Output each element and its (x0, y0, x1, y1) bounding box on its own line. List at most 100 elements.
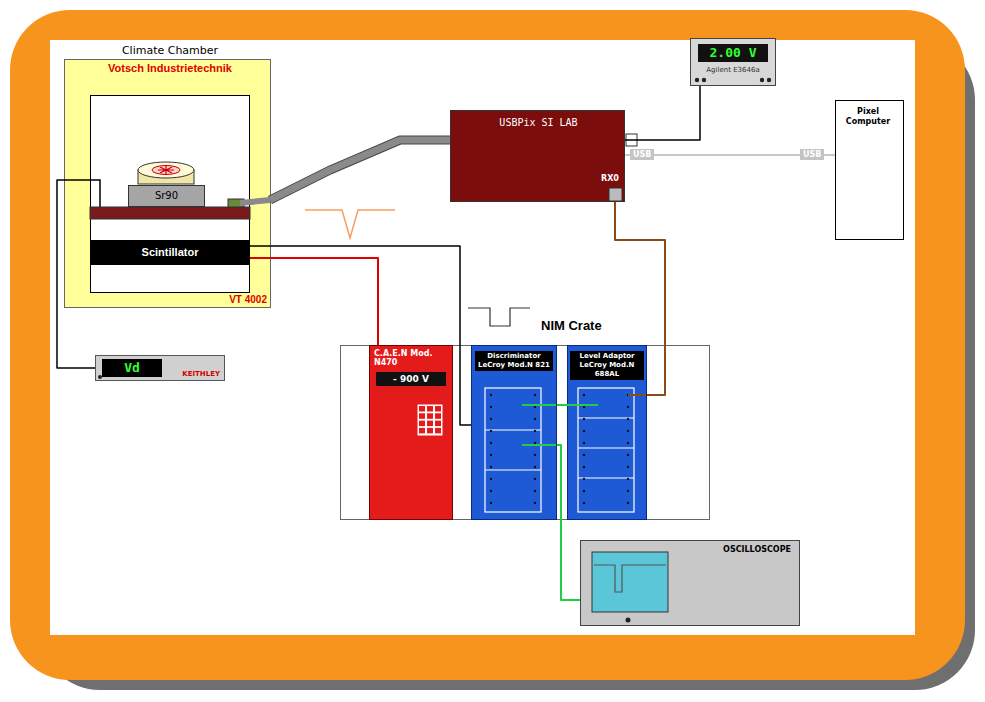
discriminator-module: Discriminator LeCroy Mod.N 821 (471, 345, 557, 520)
panel-dot (627, 454, 629, 456)
panel-divider (485, 429, 541, 430)
panel-dot (627, 406, 629, 408)
supply-display: 2.00 V (698, 44, 768, 62)
key (427, 413, 433, 419)
module-label: Level Adaptor LeCroy Mod.N 688AL (570, 351, 644, 380)
white-panel (50, 40, 915, 635)
chamber-title: Climate Chamber (90, 44, 250, 57)
panel-dot (627, 502, 629, 504)
panel-dot (534, 418, 536, 420)
rx0-port (609, 188, 622, 201)
panel-dot (534, 466, 536, 468)
panel-dot (627, 418, 629, 420)
scope-screen (592, 552, 668, 612)
panel-dot (534, 478, 536, 480)
key (435, 421, 441, 427)
key (419, 421, 425, 427)
nim-crate: NIM CrateC.A.E.N Mod. N470- 900 VDiscrim… (340, 345, 710, 520)
ribbon-cable (240, 200, 270, 203)
nim-pulse-shape (468, 308, 530, 326)
source-core (152, 166, 180, 175)
crate-title: NIM Crate (541, 318, 602, 333)
panel-dot (583, 454, 585, 456)
pulse-shape (305, 210, 395, 238)
panel-dot (490, 502, 492, 504)
panel-dot (534, 490, 536, 492)
panel-dot (583, 430, 585, 432)
cable-tag: USB (800, 149, 824, 160)
panel-dot (490, 490, 492, 492)
voltage-display: - 900 V (376, 372, 446, 386)
orange-frame (10, 10, 965, 680)
scope-input (626, 618, 631, 623)
panel-dot (583, 418, 585, 420)
key (435, 406, 441, 412)
lemo-cable (628, 394, 646, 396)
source-label: Sr90 (155, 190, 178, 202)
key (419, 413, 425, 419)
source-disc (138, 162, 194, 178)
key (427, 406, 433, 412)
panel-dot (534, 442, 536, 444)
panel-dot (627, 430, 629, 432)
panel-dot (534, 502, 536, 504)
panel-dot (534, 430, 536, 432)
meter-brand: KEITHLEY (182, 370, 220, 379)
panel-dot (490, 418, 492, 420)
terminals (98, 78, 771, 379)
panel-dot (583, 490, 585, 492)
cable-casing (270, 140, 450, 200)
key (419, 406, 425, 412)
panel-dot (583, 466, 585, 468)
meter-display: Vd (102, 359, 162, 377)
lemo-cables (522, 405, 598, 445)
cable-tag: USB (630, 149, 654, 160)
key (435, 413, 441, 419)
panel-dot (534, 454, 536, 456)
front-panel (485, 388, 541, 512)
panel-dot (627, 478, 629, 480)
panel-divider (578, 447, 634, 448)
panel-divider (485, 469, 541, 470)
panel-dot (583, 478, 585, 480)
level-adaptor-module: Level Adaptor LeCroy Mod.N 688AL (567, 345, 647, 520)
cable (270, 140, 450, 200)
key (427, 421, 433, 427)
port-label: RX0 (601, 174, 619, 184)
readout-board: USBPix SI LAB RX0 (450, 110, 625, 202)
module-panels (485, 388, 634, 512)
module-label: Discriminator LeCroy Mod.N 821 (475, 351, 553, 371)
keypad-face (418, 405, 442, 435)
power-port (626, 134, 637, 146)
pixel-computer: Pixel Computer (835, 100, 904, 240)
panel-divider (578, 477, 634, 478)
panel-dot (627, 490, 629, 492)
computer-label: Pixel Computer (836, 107, 900, 127)
scope-label: OSCILLOSCOPE (723, 545, 791, 555)
panel-dot (490, 454, 492, 456)
panel-dot (583, 502, 585, 504)
supply-model: Agilent E3646a (693, 66, 773, 74)
panel-dot (490, 394, 492, 396)
frame-shadow (40, 40, 975, 690)
panel-dot (534, 406, 536, 408)
sourcemeter: VdKEITHLEY (95, 355, 225, 381)
scope-trace (594, 565, 666, 592)
keypad (418, 405, 442, 435)
panel-dot (583, 394, 585, 396)
source-star (158, 166, 174, 174)
key (427, 428, 433, 434)
panel-dot (490, 430, 492, 432)
board-label: USBPix SI LAB (491, 117, 586, 129)
front-panel (578, 388, 634, 512)
bias-wire (65, 180, 100, 207)
panel-dot (583, 442, 585, 444)
key (419, 428, 425, 434)
panel-dot (627, 442, 629, 444)
panel-dot (490, 442, 492, 444)
panel-dot (534, 394, 536, 396)
sensor-board (90, 207, 250, 219)
module-label: C.A.E.N Mod. N470 (374, 349, 448, 367)
